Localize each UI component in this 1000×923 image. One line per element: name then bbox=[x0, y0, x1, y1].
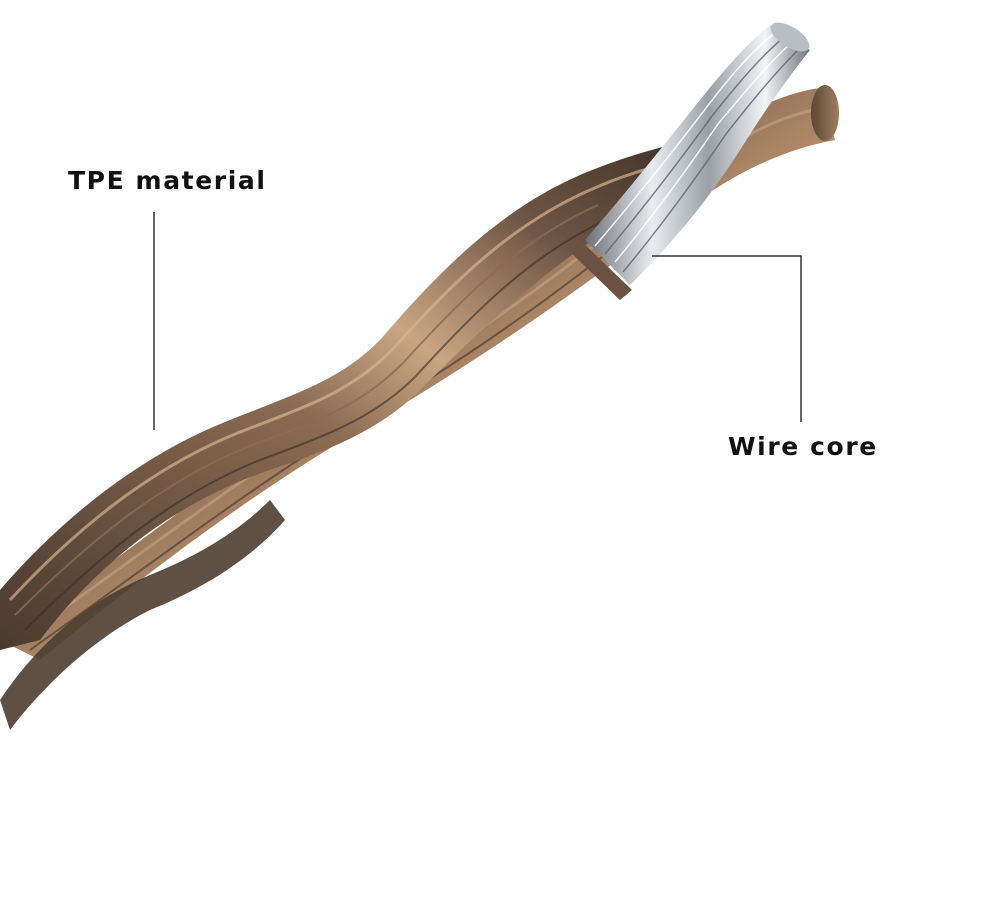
wire-core-label: Wire core bbox=[728, 432, 878, 461]
jacket-lower-sweep bbox=[0, 500, 285, 730]
tpe-material-label: TPE material bbox=[68, 166, 267, 195]
core-leader-line bbox=[652, 255, 802, 422]
jacket-end-cap bbox=[811, 85, 839, 141]
jacket-strand-front bbox=[0, 140, 700, 650]
wire-core bbox=[566, 22, 810, 300]
